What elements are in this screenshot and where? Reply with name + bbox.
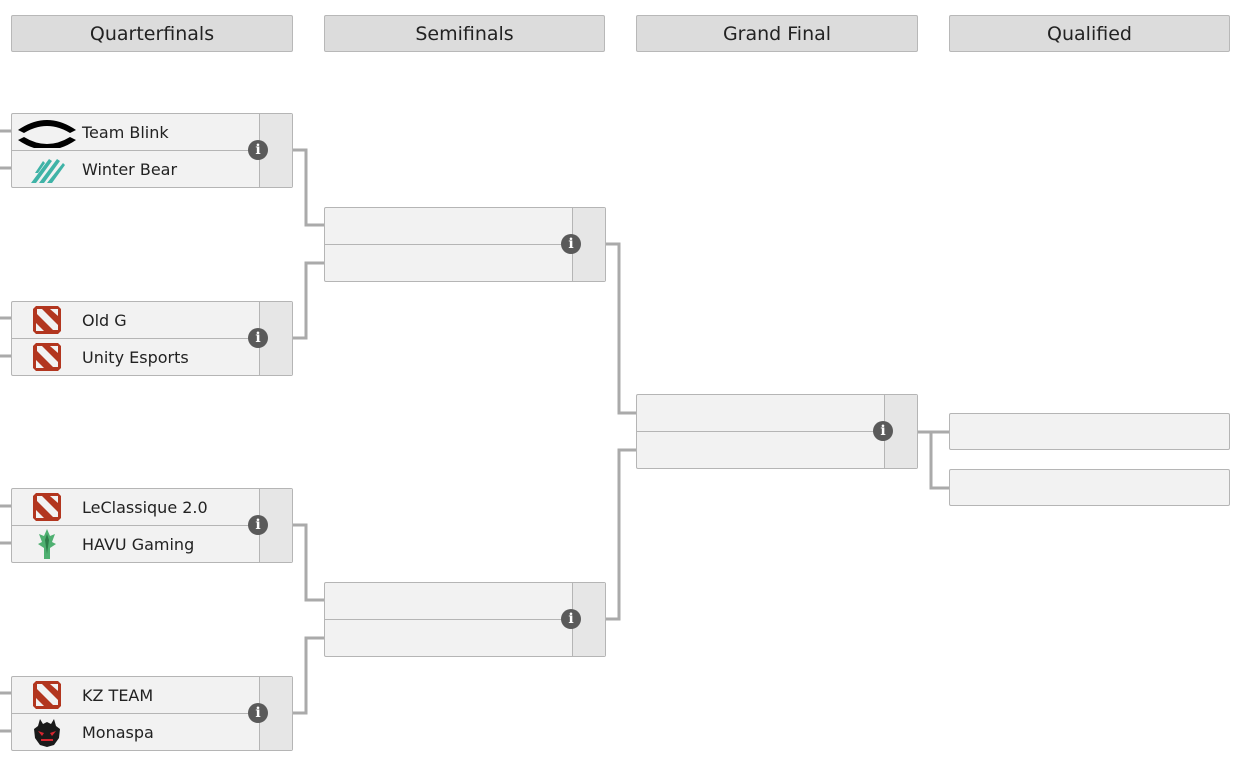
qualified-slot-1[interactable] [949,413,1230,450]
slot-divider [12,338,260,339]
dota2-logo [12,302,82,338]
match-info-column: i [561,208,605,281]
match-slot-top[interactable] [325,208,573,244]
winter-bear-logo [12,151,82,187]
semifinal-match-1: i [324,207,606,282]
team-name: Team Blink [82,122,169,142]
team-name: Old G [82,310,127,330]
match-slot-bottom[interactable]: HAVU Gaming [12,526,260,562]
round-header-grand-final: Grand Final [636,15,918,52]
match-info-column: i [248,677,292,750]
team-name: KZ TEAM [82,685,154,705]
quarterfinal-match-2: Old G Unity Esports i [11,301,293,376]
team-name: HAVU Gaming [82,534,195,554]
match-slot-top[interactable] [637,395,885,431]
round-header-semifinals: Semifinals [324,15,605,52]
info-icon[interactable]: i [248,515,268,535]
dota2-logo [12,489,82,525]
match-slot-bottom[interactable] [325,245,573,281]
dota2-logo [12,677,82,713]
info-icon[interactable]: i [561,234,581,254]
match-slot-top[interactable]: Old G [12,302,260,338]
slot-divider [12,525,260,526]
match-info-column: i [248,114,292,187]
quarterfinal-match-4: KZ TEAM Monaspa i [11,676,293,751]
match-slot-top[interactable]: LeClassique 2.0 [12,489,260,525]
match-slot-bottom[interactable]: Unity Esports [12,339,260,375]
quarterfinal-match-3: LeClassique 2.0 HAVU Gaming i [11,488,293,563]
info-icon[interactable]: i [561,609,581,629]
grand-final-match: i [636,394,918,469]
slot-divider [325,619,573,620]
match-info-column: i [248,489,292,562]
team-blink-logo [12,114,82,150]
slot-divider [325,244,573,245]
dota2-logo [12,339,82,375]
slot-divider [12,150,260,151]
info-icon[interactable]: i [248,140,268,160]
team-name: Winter Bear [82,159,178,179]
team-name: Unity Esports [82,347,189,367]
havu-logo [12,526,82,562]
match-slot-bottom[interactable] [325,620,573,656]
monaspa-logo [12,714,82,750]
semifinal-match-2: i [324,582,606,657]
round-header-qualified: Qualified [949,15,1230,52]
team-name: LeClassique 2.0 [82,497,208,517]
info-icon[interactable]: i [873,421,893,441]
match-info-column: i [873,395,917,468]
round-header-quarterfinals: Quarterfinals [11,15,293,52]
match-slot-bottom[interactable]: Monaspa [12,714,260,750]
match-slot-top[interactable]: KZ TEAM [12,677,260,713]
team-name: Monaspa [82,722,154,742]
qualified-slot-2[interactable] [949,469,1230,506]
info-icon[interactable]: i [248,328,268,348]
info-icon[interactable]: i [248,703,268,723]
match-info-column: i [561,583,605,656]
quarterfinal-match-1: Team Blink Winter Bear i [11,113,293,188]
match-slot-top[interactable] [325,583,573,619]
match-slot-top[interactable]: Team Blink [12,114,260,150]
match-slot-bottom[interactable]: Winter Bear [12,151,260,187]
slot-divider [12,713,260,714]
slot-divider [637,431,885,432]
match-slot-bottom[interactable] [637,432,885,468]
match-info-column: i [248,302,292,375]
